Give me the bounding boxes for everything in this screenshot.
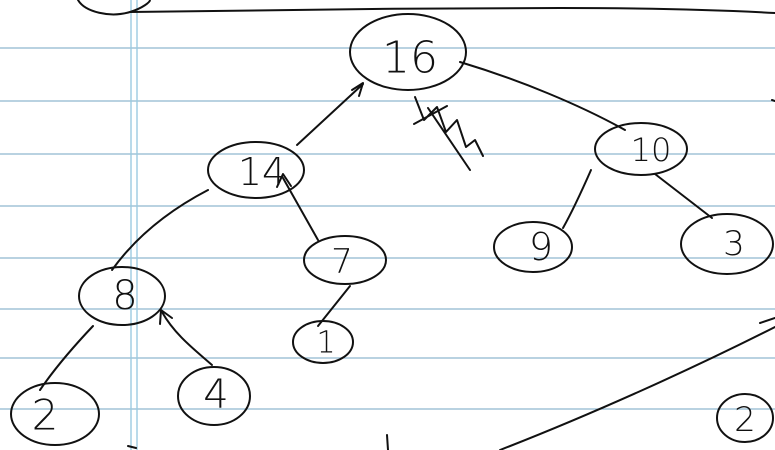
node-3-circle (680, 213, 774, 275)
node-bottom-right-label: 2 (734, 400, 756, 440)
edge-16-14-arrowhead (351, 82, 364, 97)
node-2-circle (10, 382, 100, 446)
node-left-right-label: 7 (331, 242, 353, 282)
node-right-label: 10 (631, 131, 672, 169)
node-8-circle (78, 266, 166, 326)
edge-14-7 (282, 177, 319, 241)
node-1-circle (292, 320, 354, 364)
node-4-circle (177, 366, 251, 426)
node-root-label: 16 (382, 33, 438, 84)
edge-14-7-arrowhead (276, 173, 292, 188)
margin-line (130, 0, 138, 450)
node-right-right-label: 3 (723, 224, 745, 264)
node-14-circle (207, 141, 305, 199)
bottom-tick (386, 434, 389, 450)
top-stroke (129, 7, 775, 14)
tree-labels: 16 14 10 8 7 9 3 2 4 1 2 (32, 33, 756, 441)
node-7-circle (303, 235, 387, 285)
edge-10-9 (562, 169, 592, 229)
node-left-label: 14 (238, 150, 286, 194)
node-lr-left-label: 1 (316, 326, 335, 361)
bottom-left-tick (127, 445, 137, 449)
edge-7-1 (317, 285, 351, 327)
edge-16-10 (459, 61, 626, 131)
node-ll-left-label: 2 (32, 391, 59, 440)
edge-bottom-right (499, 326, 775, 450)
node-9-circle (493, 221, 573, 273)
partial-circle-top-left (77, 0, 151, 16)
node-10-circle (594, 122, 688, 176)
tree-edges (39, 61, 775, 450)
scribble-mark (413, 96, 484, 171)
node-ll-right-label: 4 (203, 372, 228, 418)
edge-8-4 (161, 311, 213, 366)
node-bottom-right-circle (716, 393, 774, 443)
node-16-circle (349, 13, 467, 91)
node-right-left-label: 9 (529, 225, 553, 269)
ruled-lines (0, 47, 775, 410)
edge-right-tick (759, 317, 775, 324)
tree-nodes (10, 13, 774, 446)
node-left-left-label: 8 (112, 273, 137, 319)
edge-16-14 (296, 83, 364, 146)
edge-10-3 (654, 173, 713, 219)
edge-14-8 (111, 189, 209, 271)
